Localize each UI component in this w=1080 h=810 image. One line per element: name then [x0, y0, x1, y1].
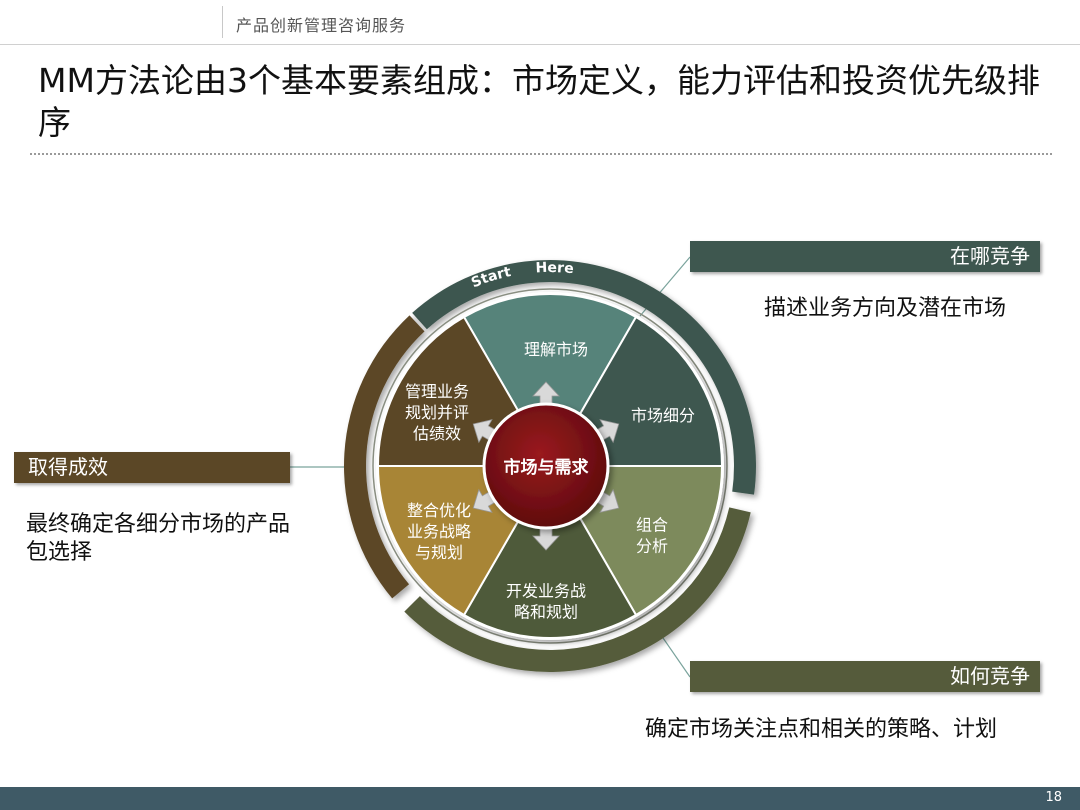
where-compete-tag: 在哪竞争 — [690, 241, 1040, 272]
where-compete-desc: 描述业务方向及潜在市场 — [764, 296, 1007, 321]
segment-2-label-line-1: 市场细分 — [631, 406, 695, 425]
segment-5-label-line-1: 整合优化 — [407, 501, 471, 520]
footer-bar: 18 — [0, 787, 1080, 810]
how-outer-ring — [404, 507, 751, 672]
segment-6-label-line-1: 管理业务 — [405, 382, 469, 401]
segment-4-label-line-2: 略和规划 — [514, 603, 578, 622]
result-desc-line-2: 包选择 — [26, 540, 93, 565]
how-compete-tag: 如何竞争 — [690, 661, 1040, 692]
result-tag: 取得成效 — [14, 452, 290, 483]
start-here-label: Start Here — [469, 260, 574, 291]
segment-3-label-line-2: 分析 — [636, 537, 668, 556]
result-desc: 最终确定各细分市场的产品 包选择 — [26, 511, 290, 567]
center-circle — [482, 402, 610, 530]
slide-title: MM方法论由3个基本要素组成：市场定义，能力评估和投资优先级排序 — [38, 61, 1040, 142]
how-compete-desc: 确定市场关注点和相关的策略、计划 — [645, 717, 998, 742]
result-outer-ring — [344, 315, 425, 599]
title-divider — [30, 153, 1052, 155]
page-number: 18 — [1045, 790, 1062, 805]
where-compete-label: 在哪竞争 — [950, 244, 1030, 268]
segment-5-label-line-2: 业务战略 — [407, 522, 471, 541]
where-outer-ring — [412, 260, 756, 495]
top-bar: 产品创新管理咨询服务 — [0, 0, 1080, 45]
result-desc-line-1: 最终确定各细分市场的产品 — [26, 512, 291, 537]
segment-6-label-line-3: 估绩效 — [413, 424, 461, 443]
segment-6-label-line-2: 规划并评 — [405, 403, 469, 422]
segment-3-label-line-1: 组合 — [636, 516, 668, 535]
header-separator — [222, 6, 223, 38]
segment-wedge-4 — [462, 464, 638, 639]
center-label: 市场与需求 — [504, 457, 589, 478]
segment-wedge-1 — [462, 293, 638, 468]
segment-5-label-line-3: 与规划 — [415, 543, 463, 562]
inner-thin-ring — [372, 288, 728, 644]
header-text: 产品创新管理咨询服务 — [236, 16, 407, 35]
how-compete-label: 如何竞争 — [950, 664, 1030, 688]
segment-1-label-line-1: 理解市场 — [524, 340, 588, 359]
result-label: 取得成效 — [28, 455, 108, 479]
segment-4-label-line-1: 开发业务战 — [506, 582, 586, 601]
